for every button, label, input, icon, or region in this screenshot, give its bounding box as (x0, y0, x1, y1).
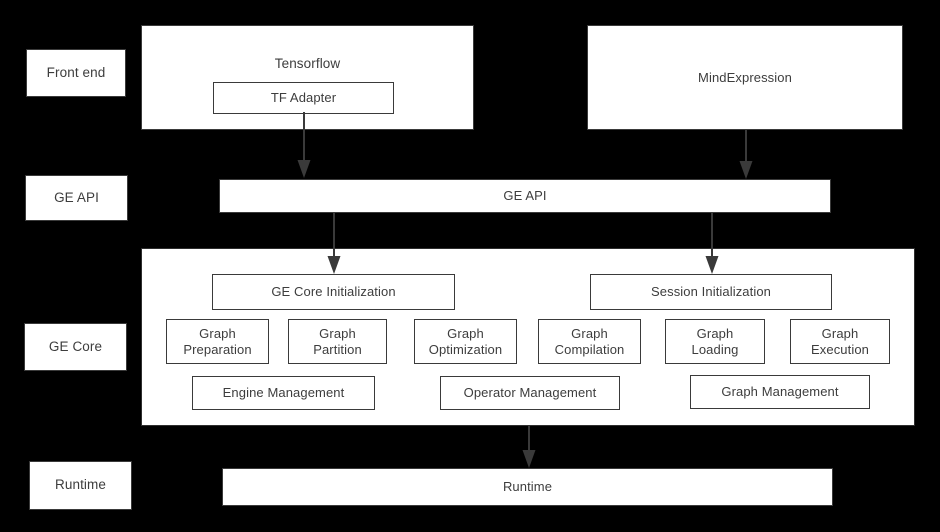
arrow-ge-core-to-runtime (520, 426, 538, 468)
graph-partition-line1: Graph (319, 325, 356, 341)
graph-partition-line2: Partition (313, 341, 362, 357)
lane-label-ge-core: GE Core (24, 323, 127, 371)
arrow-tf-adapter-to-ge-api (295, 112, 313, 178)
graph-management-box: Graph Management (690, 375, 870, 409)
graph-compilation-line1: Graph (571, 325, 608, 341)
lane-label-front-end: Front end (26, 49, 126, 97)
ge-core-initialization-box: GE Core Initialization (212, 274, 455, 310)
graph-optimization-box: Graph Optimization (414, 319, 517, 364)
engine-management-box: Engine Management (192, 376, 375, 410)
tf-adapter-box: TF Adapter (213, 82, 394, 114)
runtime-bar: Runtime (222, 468, 833, 506)
tensorflow-title: Tensorflow (274, 56, 341, 71)
ge-api-bar: GE API (219, 179, 831, 213)
graph-execution-line2: Execution (811, 341, 869, 357)
graph-compilation-box: Graph Compilation (538, 319, 641, 364)
arrow-ge-api-to-session-initialization (703, 212, 721, 274)
graph-preparation-box: Graph Preparation (166, 319, 269, 364)
graph-compilation-line2: Compilation (554, 341, 625, 357)
graph-loading-box: Graph Loading (665, 319, 765, 364)
graph-loading-line2: Loading (691, 341, 739, 357)
arrow-ge-api-to-ge-core-initialization (325, 212, 343, 274)
arrow-mindexpression-to-ge-api (737, 129, 755, 179)
graph-execution-line1: Graph (821, 325, 859, 341)
graph-execution-box: Graph Execution (790, 319, 890, 364)
graph-partition-box: Graph Partition (288, 319, 387, 364)
session-initialization-box: Session Initialization (590, 274, 832, 310)
graph-optimization-line2: Optimization (428, 341, 503, 357)
lane-label-ge-api: GE API (25, 175, 128, 221)
graph-preparation-line2: Preparation (183, 341, 252, 357)
mindexpression-container: MindExpression (587, 25, 903, 130)
lane-label-runtime: Runtime (29, 461, 132, 510)
graph-loading-line1: Graph (696, 325, 734, 341)
graph-preparation-line1: Graph (199, 325, 236, 341)
graph-optimization-line1: Graph (447, 325, 484, 341)
operator-management-box: Operator Management (440, 376, 620, 410)
